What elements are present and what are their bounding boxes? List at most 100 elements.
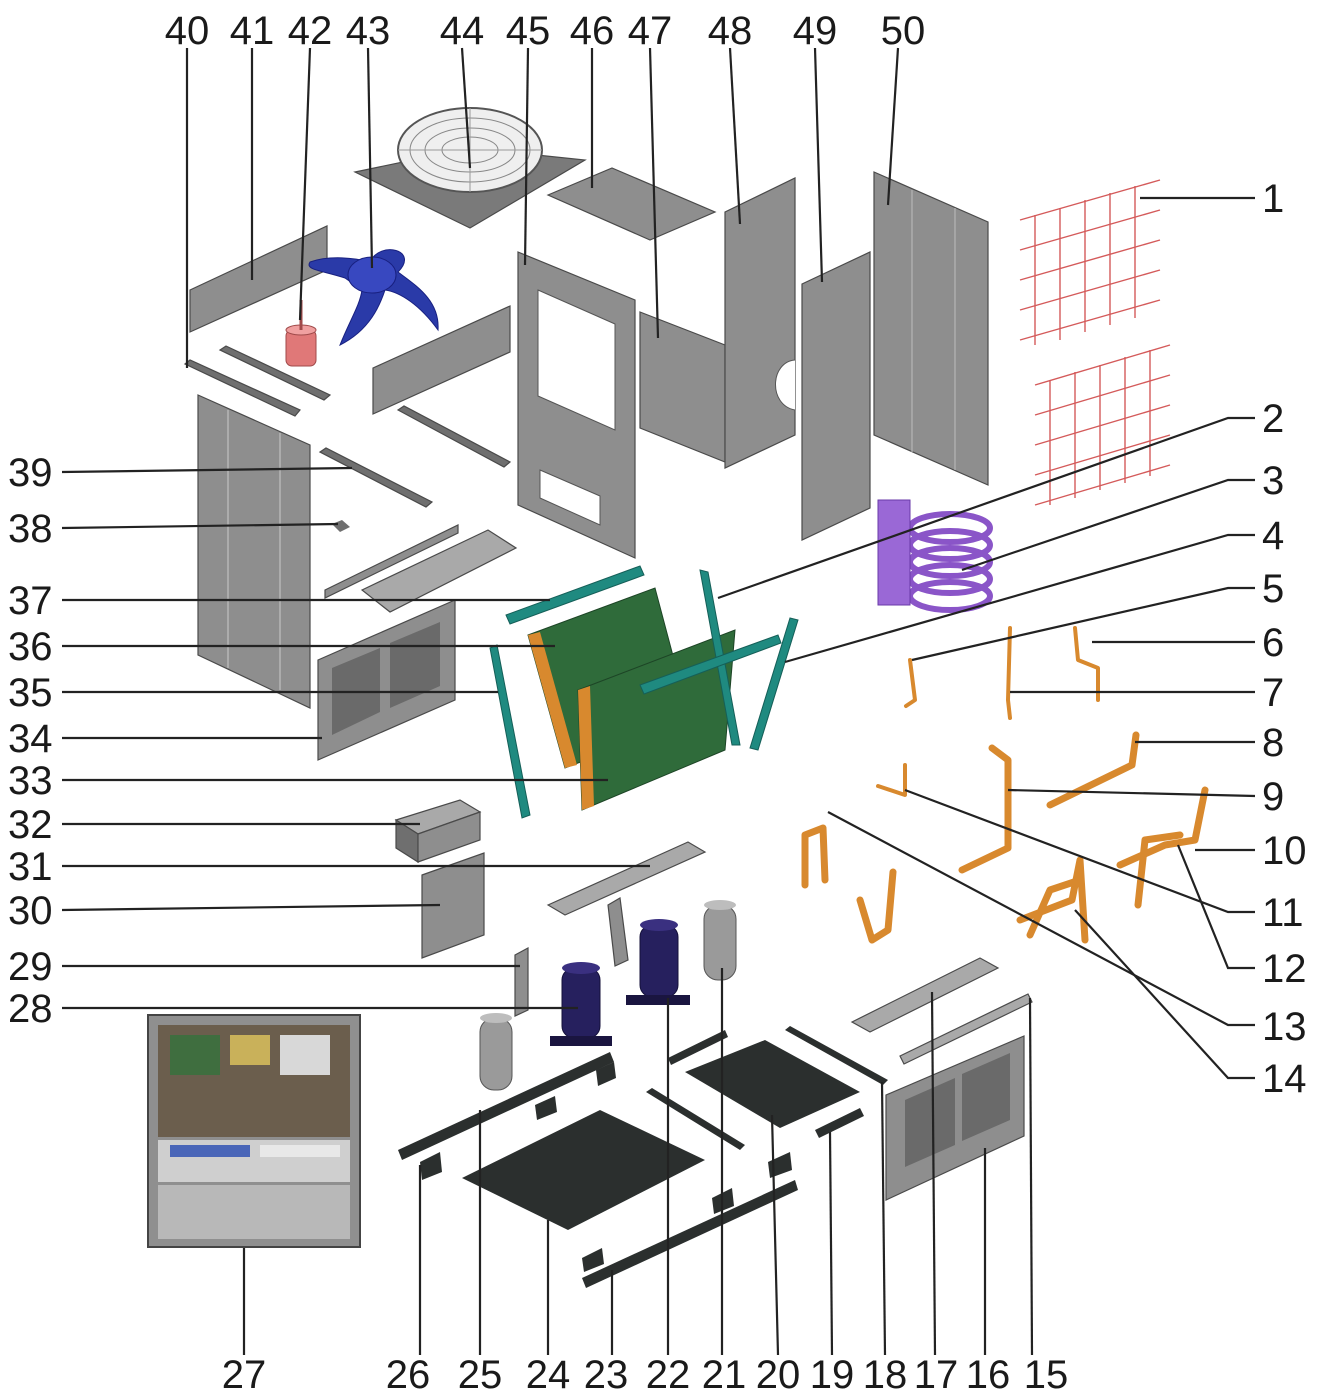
wire-grille (1019, 179, 1171, 506)
callout-47: 47 (628, 9, 673, 53)
frame-rail-40 (183, 359, 301, 417)
frame-rail-upper (218, 345, 332, 401)
compressor-22 (626, 919, 690, 1005)
rear-panel-50 (873, 171, 989, 486)
callout-4: 4 (1262, 514, 1284, 558)
base-rail-19 (815, 1108, 864, 1138)
callout-39: 39 (8, 451, 53, 495)
side-panel-47 (639, 311, 726, 463)
top-rail-17 (850, 957, 1000, 1033)
side-panel-49 (801, 251, 871, 541)
callout-32: 32 (8, 803, 53, 847)
base-rail-mid (646, 1088, 745, 1150)
front-grille-panel-16 (885, 1035, 1025, 1201)
shelf-panel (360, 529, 518, 613)
shelf-rail (324, 524, 459, 599)
callout-12: 12 (1262, 947, 1307, 991)
callout-numbers: 40 41 42 43 44 45 46 47 48 49 50 1 2 3 4… (8, 9, 1307, 1394)
center-upper-panel (372, 305, 511, 415)
base-clip-c (768, 1152, 792, 1178)
leader-lines (61, 47, 1256, 1356)
bracket-upper (607, 897, 629, 967)
callout-34: 34 (8, 717, 53, 761)
copper-pipework (801, 626, 1209, 944)
base-clip-b (596, 1062, 616, 1086)
callout-24: 24 (526, 1353, 571, 1394)
callout-37: 37 (8, 579, 53, 623)
callout-15: 15 (1024, 1353, 1069, 1394)
callout-27: 27 (222, 1353, 267, 1394)
front-frame-panel (517, 251, 636, 559)
tall-panel-48 (724, 177, 796, 469)
callout-19: 19 (810, 1353, 855, 1394)
callout-46: 46 (570, 9, 615, 53)
upper-left-panel (189, 225, 328, 333)
callout-26: 26 (386, 1353, 431, 1394)
base-pan-24 (462, 1110, 705, 1230)
coil-strip-37 (505, 565, 645, 625)
callout-20: 20 (756, 1353, 801, 1394)
base-rail-18 (785, 1026, 888, 1085)
tray-31 (546, 841, 707, 916)
front-grille-panel-34 (317, 599, 456, 761)
callout-29: 29 (8, 945, 53, 989)
callout-31: 31 (8, 845, 53, 889)
callout-3: 3 (1262, 459, 1284, 503)
callout-45: 45 (506, 9, 551, 53)
fan-blade (308, 249, 439, 347)
callout-36: 36 (8, 625, 53, 669)
callout-18: 18 (863, 1353, 908, 1394)
base-clip-26 (420, 1152, 442, 1180)
bracket-29 (514, 946, 529, 1017)
coil-heat-exchanger (877, 499, 993, 613)
callout-41: 41 (230, 9, 275, 53)
callout-16: 16 (966, 1353, 1011, 1394)
callout-28: 28 (8, 987, 53, 1031)
callout-1: 1 (1262, 177, 1284, 221)
base-clip-a (535, 1096, 557, 1120)
base-rail-23 (582, 1180, 798, 1288)
callout-33: 33 (8, 759, 53, 803)
fan-guard-top-plate (353, 107, 587, 229)
left-side-panel (197, 394, 311, 709)
frame-rail-mid (396, 405, 512, 468)
compressor-28 (550, 962, 612, 1046)
callout-35: 35 (8, 671, 53, 715)
frame-rail-39 (318, 447, 434, 508)
base-pan-20 (685, 1040, 860, 1128)
callout-8: 8 (1262, 721, 1284, 765)
callout-13: 13 (1262, 1005, 1307, 1049)
mounting-plate-30 (421, 852, 485, 959)
callout-17: 17 (914, 1353, 959, 1394)
coil-fin-strip-35 (489, 644, 531, 819)
base-clip-e (582, 1248, 604, 1272)
callout-2: 2 (1262, 397, 1284, 441)
accumulator-25 (479, 1013, 513, 1091)
base-rail-25 (398, 1052, 614, 1160)
callout-11: 11 (1262, 891, 1304, 935)
clip-38 (332, 520, 350, 532)
callout-38: 38 (8, 507, 53, 551)
callout-10: 10 (1262, 829, 1307, 873)
electrical-cabinet-photo (147, 1014, 361, 1248)
callout-30: 30 (8, 889, 53, 933)
top-panel (546, 167, 717, 241)
callout-5: 5 (1262, 567, 1284, 611)
callout-43: 43 (346, 9, 391, 53)
callout-22: 22 (646, 1353, 691, 1394)
electrical-box-32 (394, 799, 482, 864)
coil-fin-strip-4 (749, 617, 799, 751)
callout-50: 50 (881, 9, 926, 53)
callout-21: 21 (702, 1353, 747, 1394)
callout-48: 48 (708, 9, 753, 53)
callout-44: 44 (440, 9, 485, 53)
callout-42: 42 (288, 9, 333, 53)
callout-6: 6 (1262, 621, 1284, 665)
coil-top-strip (639, 634, 782, 695)
base-rail-short (668, 1030, 728, 1065)
callout-40: 40 (165, 9, 210, 53)
accumulator-21 (703, 900, 737, 981)
callout-7: 7 (1262, 671, 1284, 715)
callout-14: 14 (1262, 1057, 1307, 1101)
